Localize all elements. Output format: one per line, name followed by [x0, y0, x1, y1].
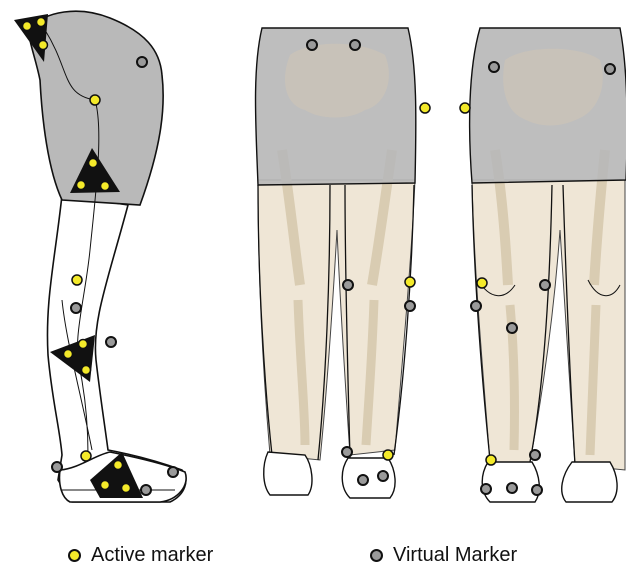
- virtual-marker: [137, 57, 147, 67]
- front-left-foot: [264, 452, 312, 495]
- active-marker: [122, 484, 131, 493]
- active-marker-swatch: [68, 549, 81, 562]
- legend-active: Active marker: [68, 544, 213, 567]
- virtual-marker: [507, 323, 517, 333]
- virtual-marker-label: Virtual Marker: [393, 544, 517, 567]
- virtual-marker: [507, 483, 517, 493]
- active-marker: [90, 95, 100, 105]
- virtual-marker: [343, 280, 353, 290]
- back-right-foot: [562, 462, 617, 502]
- virtual-marker: [405, 301, 415, 311]
- virtual-marker: [342, 447, 352, 457]
- active-marker: [114, 461, 123, 470]
- active-marker: [23, 22, 32, 31]
- virtual-marker: [71, 303, 81, 313]
- side-view-leg: [14, 11, 186, 502]
- virtual-marker: [307, 40, 317, 50]
- front-legs-underlay: [258, 180, 415, 460]
- front-pelvis: [285, 44, 389, 118]
- virtual-marker: [532, 485, 542, 495]
- virtual-marker: [530, 450, 540, 460]
- virtual-marker: [605, 64, 615, 74]
- active-marker: [72, 275, 82, 285]
- virtual-marker: [350, 40, 360, 50]
- front-view-legs: [256, 28, 431, 498]
- active-marker: [486, 455, 496, 465]
- active-marker: [37, 18, 46, 27]
- virtual-marker: [540, 280, 550, 290]
- active-marker: [89, 159, 98, 168]
- legend-virtual: Virtual Marker: [370, 544, 517, 567]
- active-marker: [477, 278, 487, 288]
- active-marker: [405, 277, 415, 287]
- back-view-legs: [460, 28, 626, 502]
- back-tibia-right: [590, 305, 596, 455]
- active-marker: [81, 451, 91, 461]
- active-marker: [39, 41, 48, 50]
- virtual-marker: [52, 462, 62, 472]
- active-marker: [383, 450, 393, 460]
- virtual-marker: [141, 485, 151, 495]
- virtual-marker: [489, 62, 499, 72]
- active-marker: [101, 182, 110, 191]
- virtual-marker: [358, 475, 368, 485]
- active-marker: [101, 481, 110, 490]
- active-marker: [79, 340, 88, 349]
- active-marker: [82, 366, 91, 375]
- active-marker: [420, 103, 430, 113]
- active-marker: [460, 103, 470, 113]
- virtual-marker: [481, 484, 491, 494]
- virtual-marker: [106, 337, 116, 347]
- virtual-marker-swatch: [370, 549, 383, 562]
- virtual-marker: [168, 467, 178, 477]
- active-marker: [64, 350, 73, 359]
- active-marker: [77, 181, 86, 190]
- back-left-foot: [482, 462, 539, 502]
- virtual-marker: [378, 471, 388, 481]
- active-marker-label: Active marker: [91, 544, 213, 567]
- virtual-marker: [471, 301, 481, 311]
